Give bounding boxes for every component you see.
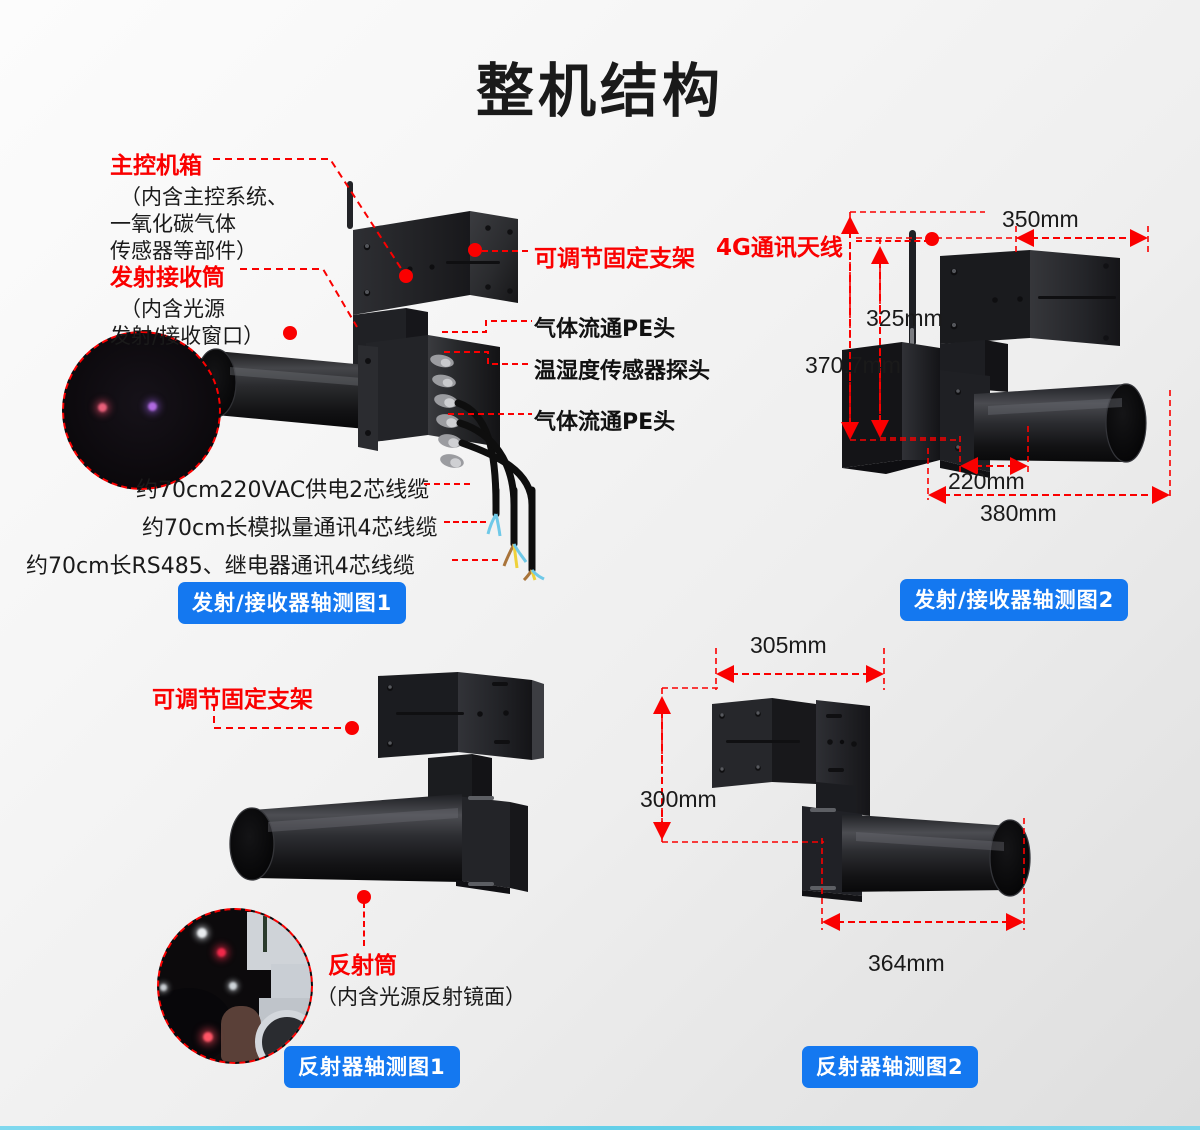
callout-main-control-box: 主控机箱 （内含主控系统、 一氧化碳气体 传感器等部件） — [110, 146, 288, 265]
caption-top-right: 发射/接收器轴测图2 — [900, 579, 1129, 621]
inset-hand-shape — [221, 1006, 261, 1062]
inset-bright-panel — [247, 912, 311, 970]
dim-370-7mm: 370.7mm — [805, 352, 901, 378]
reflector-device-illustration — [229, 672, 544, 894]
leader-dot-reflector-tube — [357, 890, 371, 904]
highlight-dot — [160, 984, 167, 991]
panel-bottom-right — [640, 640, 1080, 1000]
dim-300mm: 300mm — [640, 786, 717, 812]
label-power-cable: 约70cm220VAC供电2芯线缆 — [136, 478, 430, 503]
leader-dot-4g-antenna — [925, 232, 939, 246]
emitter-window-photo-inset — [62, 331, 221, 490]
caption-top-left: 发射/接收器轴测图1 — [178, 582, 407, 624]
leader-rs485-cable — [452, 559, 498, 561]
label-rs485-cable: 约70cm长RS485、继电器通讯4芯线缆 — [26, 554, 415, 579]
reflector-dim-illustration — [712, 698, 1031, 902]
dim-350mm: 350mm — [1002, 206, 1079, 232]
callout-sub-line: （内含主控系统、 — [120, 185, 288, 209]
callout-sub-line: （内含光源 — [120, 297, 225, 321]
laser-dot-right — [148, 402, 157, 411]
cable-wire-ends — [486, 486, 545, 582]
label-gas-pe-head-top: 气体流通PE头 — [534, 317, 676, 342]
inset-bright-panel — [271, 964, 311, 998]
caption-bottom-left: 反射器轴测图1 — [284, 1046, 460, 1088]
leader-dot-adjustable-bracket-bottom — [345, 721, 359, 735]
dimension-overlay-top-right — [841, 211, 1171, 504]
dim-305mm: 305mm — [750, 632, 827, 658]
label-gas-pe-head-bottom: 气体流通PE头 — [534, 410, 676, 435]
laser-dot-lower — [203, 1032, 213, 1042]
inset-ring-shape — [255, 1010, 311, 1062]
dim-325mm: 325mm — [866, 305, 943, 331]
laser-dot-left — [98, 403, 107, 412]
callout-sub-line: （内含光源反射镜面） — [316, 985, 526, 1009]
leader-dot-main-control-box — [399, 269, 413, 283]
callout-title: 主控机箱 — [110, 153, 202, 179]
dim-380mm: 380mm — [980, 500, 1057, 526]
callout-sub-line: 一氧化碳气体 — [110, 212, 236, 236]
callout-title: 反射筒 — [328, 953, 397, 979]
callout-adjustable-bracket-bottom: 可调节固定支架 — [152, 687, 313, 713]
leader-4g-antenna — [856, 240, 930, 242]
leader-emitter-receiver-tube — [240, 268, 358, 328]
leader-dot-emitter-receiver-tube — [283, 326, 297, 340]
leader-port-lines — [442, 320, 532, 415]
inset-dark-ellipse — [159, 988, 233, 1062]
callout-sub-line: 传感器等部件） — [110, 239, 257, 263]
leader-adjustable-bracket-top — [482, 250, 528, 252]
callout-emitter-receiver-tube: 发射接收筒 （内含光源 发射/接收窗口） — [110, 258, 264, 350]
highlight-dot — [197, 928, 207, 938]
highlight-dot — [229, 982, 237, 990]
leader-reflector-tube — [363, 902, 365, 946]
leader-power-cable — [424, 483, 470, 485]
leader-main-control-box — [213, 158, 407, 277]
inset-rod — [263, 916, 267, 952]
leader-dot-adjustable-bracket-top — [468, 243, 482, 257]
dimension-overlay-bottom-right — [653, 648, 1025, 931]
dim-364mm: 364mm — [868, 950, 945, 976]
caption-bottom-right: 反射器轴测图2 — [802, 1046, 978, 1088]
dim-220mm: 220mm — [948, 468, 1025, 494]
emitter-receiver-device-illustration — [195, 181, 536, 509]
label-temp-humidity-probe: 温湿度传感器探头 — [534, 359, 711, 384]
bottom-accent-strip — [0, 1126, 1200, 1130]
laser-dot-upper — [217, 948, 226, 957]
leader-analog-cable — [444, 521, 486, 523]
callout-sub-line: 发射/接收窗口） — [110, 324, 265, 348]
panel-top-left — [0, 130, 600, 630]
label-analog-cable: 约70cm长模拟量通讯4芯线缆 — [142, 516, 438, 541]
callout-4g-antenna: 4G通讯天线 — [716, 235, 843, 261]
callout-adjustable-bracket-top: 可调节固定支架 — [534, 246, 695, 272]
callout-title: 发射接收筒 — [110, 265, 225, 291]
leader-adjustable-bracket-bottom — [213, 704, 350, 729]
callout-reflector-tube: 反射筒 （内含光源反射镜面） — [316, 946, 526, 1011]
page-title: 整机结构 — [475, 57, 724, 125]
panel-bottom-left — [130, 650, 580, 1090]
reflector-mirror-photo-inset — [157, 908, 313, 1064]
